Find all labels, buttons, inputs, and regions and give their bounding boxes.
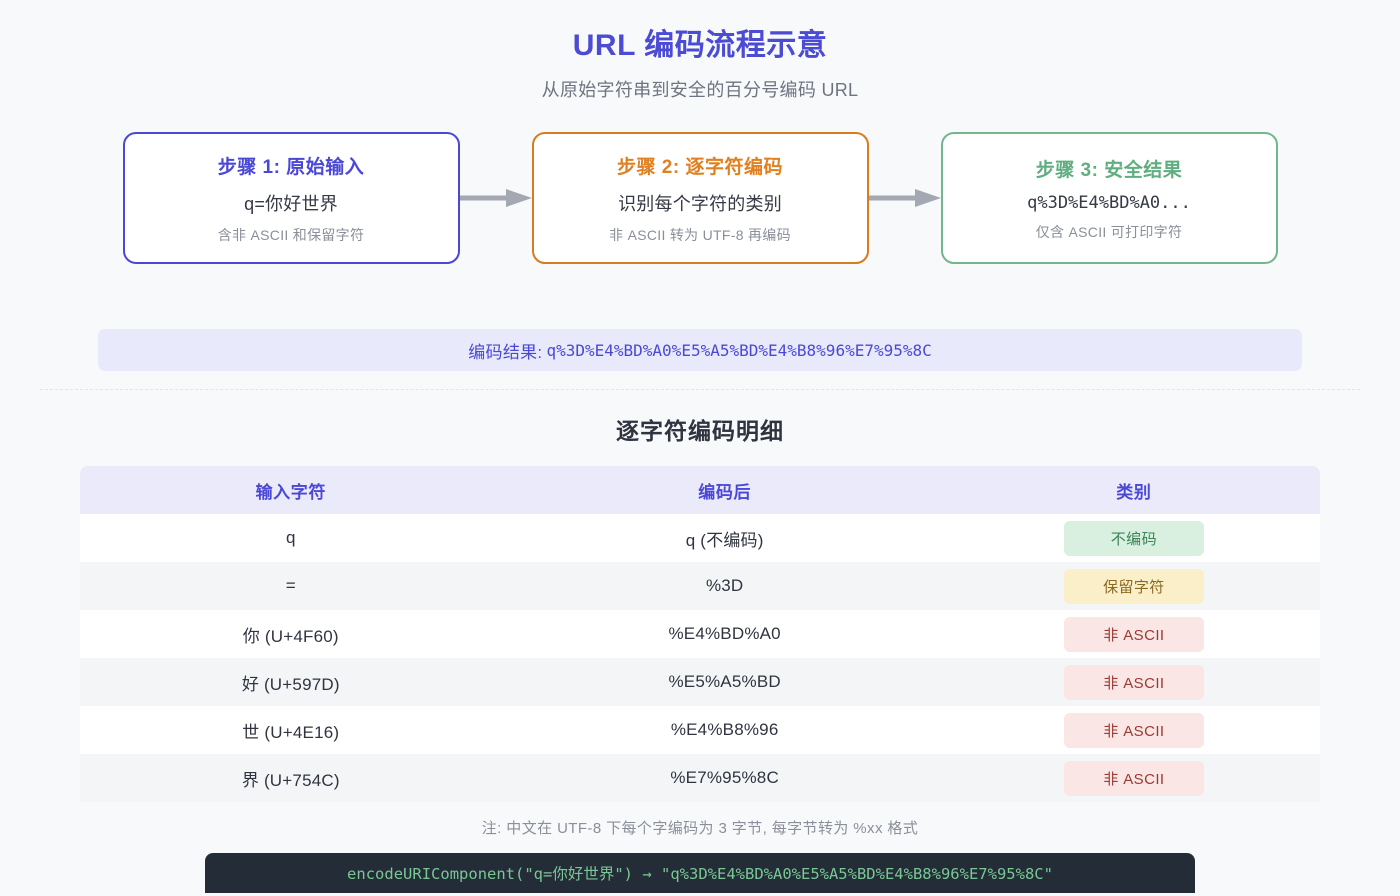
column-header-input-char: 输入字符 bbox=[80, 466, 502, 514]
cell-category: 非 ASCII bbox=[947, 754, 1320, 802]
table-row: 你 (U+4F60) %E4%BD%A0 非 ASCII bbox=[80, 610, 1320, 658]
cell-input-char: 好 (U+597D) bbox=[80, 658, 502, 706]
cell-input-char: q bbox=[80, 514, 502, 562]
column-header-category: 类别 bbox=[947, 466, 1320, 514]
cell-input-char: 世 (U+4E16) bbox=[80, 706, 502, 754]
cell-category: 非 ASCII bbox=[947, 706, 1320, 754]
cell-encoded: q (不编码) bbox=[501, 514, 948, 562]
table-row: q q (不编码) 不编码 bbox=[80, 514, 1320, 562]
cell-encoded: %E4%B8%96 bbox=[501, 706, 948, 754]
step-3-main: q%3D%E4%BD%A0... bbox=[1027, 192, 1191, 213]
cell-category: 保留字符 bbox=[947, 562, 1320, 610]
table-header: 输入字符 编码后 类别 bbox=[80, 466, 1320, 514]
cell-input-char: = bbox=[80, 562, 502, 610]
step-box-2: 步骤 2: 逐字符编码 识别每个字符的类别 非 ASCII 转为 UTF-8 再… bbox=[531, 132, 869, 264]
step-1-note: 含非 ASCII 和保留字符 bbox=[217, 226, 365, 243]
table-row: = %3D 保留字符 bbox=[80, 562, 1320, 610]
status-badge: 非 ASCII bbox=[1063, 664, 1204, 700]
status-badge: 非 ASCII bbox=[1063, 760, 1204, 796]
arrow-right-icon bbox=[868, 189, 941, 207]
table-body: q q (不编码) 不编码 = %3D 保留字符 你 (U+4F60) %E4%… bbox=[80, 514, 1320, 802]
footer-note: 注: 中文在 UTF-8 下每个字编码为 3 字节, 每字节转为 %xx 格式 bbox=[481, 820, 919, 837]
step-3-note: 仅含 ASCII 可打印字符 bbox=[1035, 223, 1183, 240]
cell-encoded: %E5%A5%BD bbox=[501, 658, 948, 706]
encoding-detail-table: 输入字符 编码后 类别 q q (不编码) 不编码 = %3D 保留字符 你 (… bbox=[80, 466, 1320, 802]
arrow-right-icon bbox=[459, 189, 532, 207]
status-badge: 非 ASCII bbox=[1063, 616, 1204, 652]
step-3-title: 步骤 3: 安全结果 bbox=[1035, 159, 1183, 181]
step-2-title: 步骤 2: 逐字符编码 bbox=[617, 156, 783, 178]
status-badge: 保留字符 bbox=[1063, 568, 1204, 604]
encoded-result-bar: 编码结果: q%3D%E4%BD%A0%E5%A5%BD%E4%B8%96%E7… bbox=[98, 329, 1302, 371]
code-snippet-bar: encodeURIComponent("q=你好世界") → "q%3D%E4%… bbox=[205, 853, 1195, 893]
cell-category: 不编码 bbox=[947, 514, 1320, 562]
cell-encoded: %E4%BD%A0 bbox=[501, 610, 948, 658]
table-row: 界 (U+754C) %E7%95%8C 非 ASCII bbox=[80, 754, 1320, 802]
table-row: 世 (U+4E16) %E4%B8%96 非 ASCII bbox=[80, 706, 1320, 754]
page-title: URL 编码流程示意 bbox=[572, 29, 828, 62]
section-title: 逐字符编码明细 bbox=[616, 418, 784, 444]
cell-encoded: %E7%95%8C bbox=[501, 754, 948, 802]
code-snippet-text: encodeURIComponent("q=你好世界") → "q%3D%E4%… bbox=[347, 865, 1053, 883]
cell-category: 非 ASCII bbox=[947, 658, 1320, 706]
step-box-1: 步骤 1: 原始输入 q=你好世界 含非 ASCII 和保留字符 bbox=[122, 132, 460, 264]
page-subtitle: 从原始字符串到安全的百分号编码 URL bbox=[541, 80, 859, 100]
flow-diagram: 步骤 1: 原始输入 q=你好世界 含非 ASCII 和保留字符 步骤 2: 逐… bbox=[0, 130, 1400, 266]
column-header-encoded: 编码后 bbox=[501, 466, 948, 514]
cell-input-char: 界 (U+754C) bbox=[80, 754, 502, 802]
status-badge: 非 ASCII bbox=[1063, 712, 1204, 748]
cell-category: 非 ASCII bbox=[947, 610, 1320, 658]
step-1-main: q=你好世界 bbox=[244, 193, 338, 214]
table-row: 好 (U+597D) %E5%A5%BD 非 ASCII bbox=[80, 658, 1320, 706]
table-header-row: 输入字符 编码后 类别 bbox=[80, 466, 1320, 514]
step-box-3: 步骤 3: 安全结果 q%3D%E4%BD%A0... 仅含 ASCII 可打印… bbox=[940, 132, 1278, 264]
step-1-title: 步骤 1: 原始输入 bbox=[217, 156, 365, 178]
step-2-main: 识别每个字符的类别 bbox=[618, 193, 782, 214]
status-badge: 不编码 bbox=[1063, 520, 1204, 556]
cell-input-char: 你 (U+4F60) bbox=[80, 610, 502, 658]
encoded-result-value: q%3D%E4%BD%A0%E5%A5%BD%E4%B8%96%E7%95%8C bbox=[546, 340, 932, 360]
step-2-note: 非 ASCII 转为 UTF-8 再编码 bbox=[609, 226, 791, 243]
section-divider bbox=[40, 389, 1360, 390]
cell-encoded: %3D bbox=[501, 562, 948, 610]
encoded-result-label: 编码结果: bbox=[468, 342, 543, 362]
